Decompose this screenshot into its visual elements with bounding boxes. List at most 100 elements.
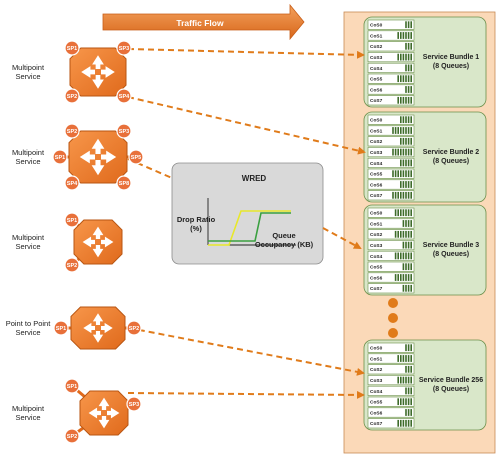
queue-label: CoS3 [370,55,383,61]
port-label: SP4 [67,181,78,187]
service-port: SP8 [116,175,132,191]
queue-label: CoS3 [370,243,383,249]
queue-cos0: CoS0 [367,342,415,353]
bundle-queue-count: (8 Queues) [433,63,469,70]
queue-cos0: CoS0 [367,19,415,30]
service-port: SP2 [64,428,80,444]
wred-x-label-line1: Queue [272,231,295,240]
arrow-to-bundle-2 [127,96,366,155]
queue-label: CoS2 [370,139,383,145]
queue-label: CoS1 [370,221,383,227]
queue-cos6: CoS6 [367,84,415,95]
queue-label: CoS0 [370,23,383,29]
queue-label: CoS5 [370,400,383,406]
queue-label: CoS7 [370,98,383,104]
queue-cos1: CoS1 [367,353,415,364]
queue-label: CoS5 [370,172,383,178]
queue-cos5: CoS5 [367,73,415,84]
router-icon [73,219,123,265]
queue-label: CoS4 [370,254,383,260]
queue-cos5: CoS5 [367,168,415,179]
wred-y-label-line1: Drop Ratio [177,215,216,224]
arrow-to-bundle-256-a [128,327,365,376]
router-arrows-icon [83,313,113,343]
queue-cos1: CoS1 [367,218,415,229]
queue-label: CoS3 [370,378,383,384]
queue-label: CoS5 [370,265,383,271]
queue-cos5: CoS5 [367,396,415,407]
port-label: SP8 [119,181,129,187]
queue-cos3: CoS3 [367,147,415,158]
service-port: SP4 [116,88,132,104]
wred-curve-green [208,212,291,242]
queue-cos3: CoS3 [367,52,415,63]
traffic-arrows [127,48,366,399]
port-label: SP2 [67,129,77,135]
queue-cos5: CoS5 [367,261,415,272]
queue-label: CoS6 [370,275,383,281]
queue-cos7: CoS7 [367,95,415,106]
queue-label: CoS6 [370,182,383,188]
queue-cos2: CoS2 [367,364,415,375]
service-label: Service [15,72,40,81]
queue-label: CoS4 [370,66,383,72]
service-bundle-1: Service Bundle 1(8 Queues)CoS0CoS1CoS2Co… [363,16,487,108]
queue-cos4: CoS4 [367,250,415,261]
wred-box: WRED Drop Ratio (%) Queue Occupancy (KB) [171,162,324,265]
router-icon [79,390,129,436]
service-bundle-3: Service Bundle 3(8 Queues)CoS0CoS1CoS2Co… [363,204,487,296]
traffic-flow-label: Traffic Flow [176,18,224,28]
service-port: SP1 [64,40,80,56]
service-port: SP3 [126,396,142,412]
traffic-flow-arrow: Traffic Flow [102,3,305,41]
queue-cos3: CoS3 [367,375,415,386]
queue-label: CoS3 [370,150,383,156]
queue-label: CoS7 [370,193,383,199]
queue-label: CoS6 [370,410,383,416]
queue-cos1: CoS1 [367,125,415,136]
queue-cos6: CoS6 [367,179,415,190]
port-label: SP2 [67,263,77,269]
service-port: SP2 [64,257,80,273]
service-port: SP2 [64,123,80,139]
service-port: SP4 [64,175,80,191]
service-label: Service [15,413,40,422]
port-label: SP1 [67,384,77,390]
port-label: SP3 [129,402,139,408]
queue-cos2: CoS2 [367,41,415,52]
queue-cos2: CoS2 [367,229,415,240]
wred-y-label-line2: (%) [190,224,202,233]
router-arrows-icon [79,138,117,176]
port-label: SP2 [67,94,77,100]
queue-cos0: CoS0 [367,207,415,218]
arrow-to-wred [127,158,173,179]
queue-cos2: CoS2 [367,136,415,147]
service-port: SP2 [64,88,80,104]
service-label: Service [15,242,40,251]
service-port: SP1 [52,149,68,165]
wred-curve-yellow [208,210,291,246]
queue-label: CoS4 [370,389,383,395]
queue-cos4: CoS4 [367,385,415,396]
service-label: Multipoint [12,63,45,72]
queue-label: CoS6 [370,87,383,93]
queue-cos6: CoS6 [367,407,415,418]
service-label: Multipoint [12,233,45,242]
router-arrows-icon [81,55,115,89]
ellipsis-dots [388,298,398,338]
service-label: Point to Point [6,319,52,328]
service-port: SP3 [116,123,132,139]
service-port: SP2 [126,320,142,336]
service-port: SP1 [64,378,80,394]
queue-label: CoS7 [370,421,383,427]
service-port: SP3 [116,40,132,56]
queue-cos7: CoS7 [367,190,415,201]
port-label: SP5 [131,155,141,161]
queue-label: CoS2 [370,367,383,373]
port-label: SP3 [119,46,129,52]
router-arrows-icon [82,226,114,258]
